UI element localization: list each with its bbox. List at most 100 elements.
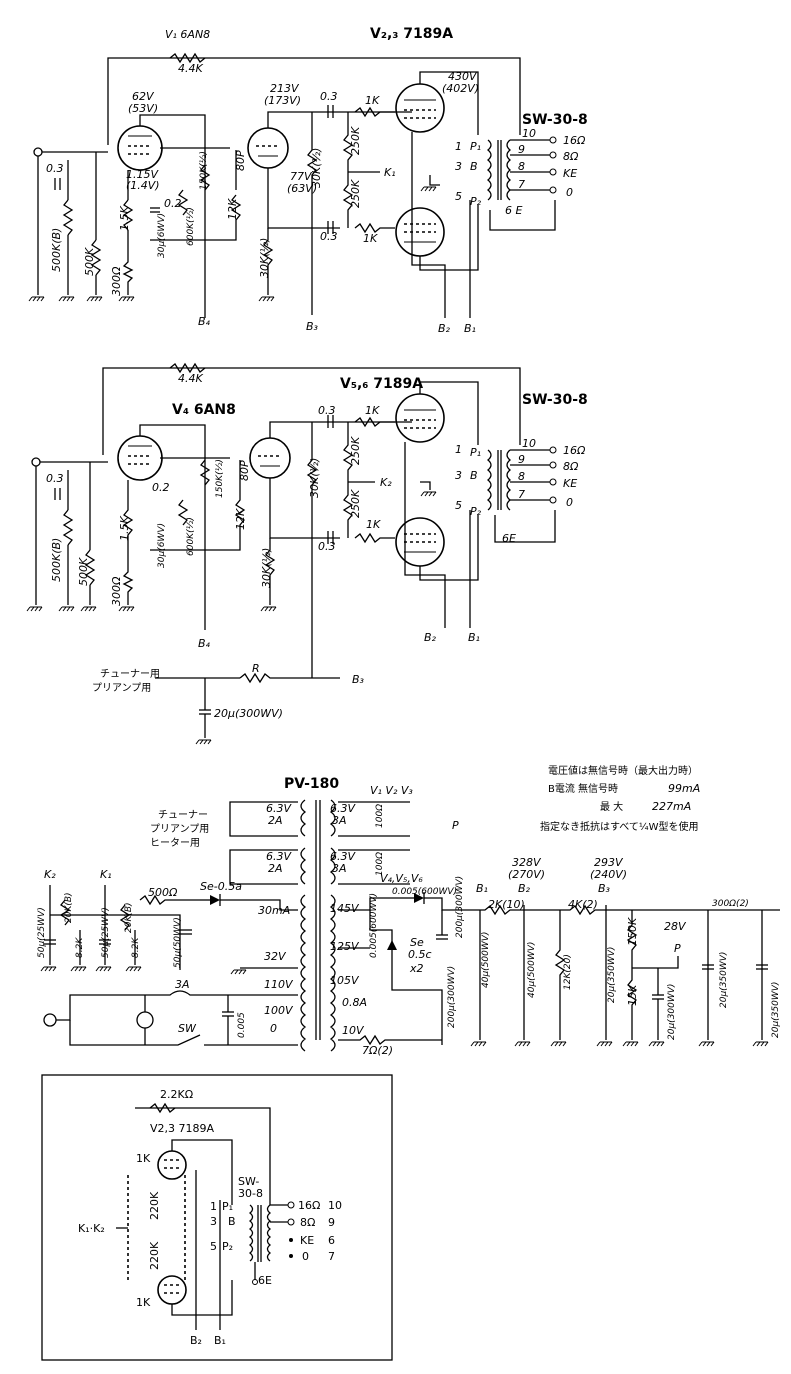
- t6e-2: 6E: [502, 532, 516, 545]
- inset-t6e: 6E: [258, 1274, 272, 1287]
- r150k-label-2: 150K(½): [215, 459, 225, 498]
- fb-res-label: 4.4K: [178, 62, 203, 75]
- v56-label: V₅,₆ 7189A: [340, 376, 423, 392]
- note3b: 227mA: [652, 800, 691, 813]
- r4k: 4K(2): [568, 898, 598, 911]
- b3-label: B₃: [306, 320, 319, 333]
- diode2-icon: [414, 893, 424, 903]
- t10-2: 10: [522, 437, 536, 450]
- p2-ps: P: [674, 942, 681, 955]
- p1-2: P₁: [470, 446, 481, 459]
- k2-label-ps: K₂: [44, 868, 56, 881]
- diode1-label: Se-0.5a: [200, 880, 242, 893]
- rgrid-label-2: 500K: [77, 557, 90, 586]
- t8: 8: [518, 160, 525, 173]
- v1-plate-v2: (53V): [128, 102, 158, 115]
- pt-primary: [300, 894, 307, 1052]
- tuner-pre-2: プリアンプ用: [92, 682, 151, 694]
- c80p-label: 80P: [234, 150, 247, 171]
- note1: 電圧値は無信号時（最大出力時）: [548, 764, 698, 777]
- fb-res-label-2: 4.4K: [178, 372, 203, 385]
- pin3-2: 3: [455, 469, 462, 482]
- t8-2: 8: [518, 470, 525, 483]
- c20u-label: 20μ(300WV): [214, 707, 283, 720]
- diode3-icon: [387, 940, 397, 950]
- v328: 328V: [512, 856, 542, 869]
- inset-n5: 5: [210, 1240, 217, 1253]
- out-plate-v2: (402V): [442, 82, 479, 95]
- h1v: 6.3V: [266, 802, 292, 815]
- b4-label: B₄: [198, 315, 211, 328]
- v105: 105V: [330, 974, 360, 987]
- heat-3: ヒーター用: [150, 837, 200, 849]
- trans-label-2: SW-30-8: [522, 392, 588, 408]
- inset-o0: 0: [302, 1250, 309, 1263]
- r20kb: 20K(B): [124, 902, 134, 933]
- out-plate-v: 430V: [448, 70, 478, 83]
- r7: 7Ω(2): [362, 1044, 393, 1057]
- heat-2: プリアンプ用: [150, 823, 209, 835]
- pin3: 3: [455, 160, 462, 173]
- v123: V₁ V₂ V₃: [370, 784, 413, 797]
- v3-tube-icon: [395, 207, 445, 257]
- inset-frame: [41, 1074, 393, 1361]
- v1b-plate-v: 213V: [270, 82, 300, 95]
- b1-ps: B₁: [476, 882, 488, 895]
- r100b: 100Ω: [375, 852, 385, 876]
- v4-tube-icon: [117, 435, 163, 481]
- v100: 100V: [264, 1004, 294, 1017]
- h2a: 2A: [268, 862, 283, 875]
- v1-cath-v2: (1.4V): [126, 179, 160, 192]
- h4a: 3A: [332, 862, 347, 875]
- note2a: B電流 無信号時: [548, 782, 618, 795]
- b-2: B: [470, 469, 478, 482]
- pt-secondary: [329, 894, 336, 1052]
- c20c: 20μ(350WV): [719, 952, 729, 1008]
- inset-b2: B₂: [190, 1334, 202, 1347]
- a08: 0.8A: [342, 996, 367, 1009]
- o8-2: 8Ω: [563, 460, 579, 473]
- cend: 20μ(350WV): [771, 982, 781, 1038]
- c02-label-2: 0.2: [152, 481, 170, 494]
- power-section: PV-180 電圧値は無信号時（最大出力時） B電流 無信号時 99mA 最 大…: [37, 764, 781, 1057]
- inset-sw: SW-: [238, 1175, 259, 1188]
- t9-2: 9: [518, 453, 525, 466]
- v1b-cath-v2: (63V): [287, 182, 317, 195]
- rcath-label: 300Ω: [110, 266, 123, 296]
- k2-label: K₂: [380, 476, 392, 489]
- o16: 16Ω: [563, 134, 586, 147]
- t7: 7: [518, 178, 525, 191]
- p2: P₂: [470, 195, 482, 208]
- c03b-label-2: 0.3: [318, 540, 336, 553]
- oke-2: KE: [563, 477, 577, 490]
- input-jack-icon: [33, 147, 43, 157]
- inset-p1: P₁: [222, 1200, 233, 1213]
- r150k-label: 150K(½): [199, 151, 209, 190]
- b3-ps: B₃: [598, 882, 611, 895]
- r15k-ps: 15K: [626, 984, 639, 1006]
- o16-2: 16Ω: [563, 444, 586, 457]
- oke: KE: [563, 167, 577, 180]
- r1ka-label: 1K: [365, 94, 380, 107]
- pin1: 1: [455, 140, 462, 153]
- r20ka: 20K(B): [64, 892, 74, 923]
- v10: 10V: [342, 1024, 365, 1037]
- c30u-label-2: 30μ(6WV): [157, 523, 167, 568]
- b1-label: B₁: [464, 322, 476, 335]
- v0: 0: [270, 1022, 277, 1035]
- inset-b: B: [228, 1215, 236, 1228]
- r1ka-label-2: 1K: [365, 404, 380, 417]
- c50a: 50μ(25WV): [37, 907, 47, 958]
- sw-label: SW: [178, 1022, 197, 1035]
- inset-t6: 6: [328, 1234, 335, 1247]
- amp2-section: V₅,₆ 7189A V₄ 6AN8 4.4K 0.3 500K(B) 500K…: [26, 362, 588, 745]
- inset-o8: 8Ω: [300, 1216, 315, 1229]
- r82kb: 8.2K: [131, 937, 141, 958]
- tuner-pre-1: チューナー用: [100, 668, 160, 680]
- vol-label: 500K(B): [50, 228, 63, 272]
- inset-tube-bottom-icon: [157, 1275, 187, 1305]
- t10: 10: [522, 127, 536, 140]
- r250ka-label-2: 250K: [349, 436, 362, 465]
- b: B: [470, 160, 478, 173]
- inset-sw2: 30-8: [238, 1187, 263, 1200]
